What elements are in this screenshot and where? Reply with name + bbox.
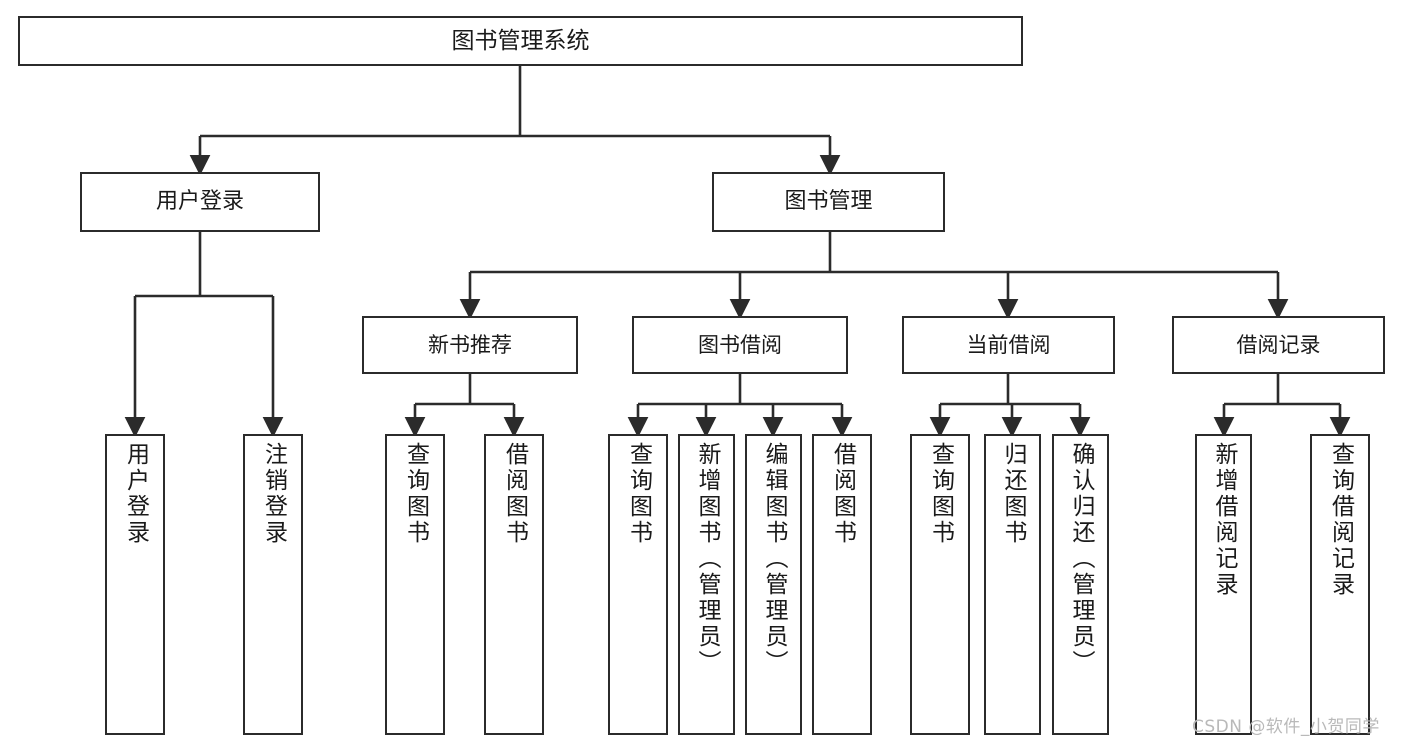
node-leaf-user-login[interactable]: 用户登录 xyxy=(105,434,165,735)
node-leaf-query-book-newbook[interactable]: 查询图书 xyxy=(385,434,445,735)
node-leaf-label: 查询图书 xyxy=(927,442,954,546)
node-user-login[interactable]: 用户登录 xyxy=(80,172,320,232)
node-leaf-label: 注销登录 xyxy=(260,442,287,546)
node-borrow-records-label: 借阅记录 xyxy=(1236,332,1321,357)
node-leaf-label: 新增借阅记录 xyxy=(1211,442,1237,598)
node-user-login-label: 用户登录 xyxy=(155,189,244,215)
node-leaf-query-book-borrow[interactable]: 查询图书 xyxy=(608,434,668,735)
node-leaf-label: 用户登录 xyxy=(122,442,149,546)
node-leaf-label: 查询图书 xyxy=(625,442,652,546)
node-leaf-label: 归还图书 xyxy=(1000,442,1026,546)
node-leaf-query-book-current[interactable]: 查询图书 xyxy=(910,434,970,735)
node-leaf-label: 新增图书（管理员） xyxy=(694,442,720,676)
node-leaf-label: 确认归还（管理员） xyxy=(1068,442,1094,676)
node-leaf-borrow-book[interactable]: 借阅图书 xyxy=(812,434,872,735)
node-leaf-borrow-book-newbook[interactable]: 借阅图书 xyxy=(484,434,544,735)
node-leaf-confirm-return-admin[interactable]: 确认归还（管理员） xyxy=(1052,434,1109,735)
node-current-borrow-label: 当前借阅 xyxy=(966,332,1051,357)
node-borrow-records[interactable]: 借阅记录 xyxy=(1172,316,1385,374)
node-book-borrow-label: 图书借阅 xyxy=(698,332,782,357)
node-leaf-add-borrow-record[interactable]: 新增借阅记录 xyxy=(1195,434,1252,735)
node-leaf-label: 借阅图书 xyxy=(501,442,528,546)
node-book-borrow[interactable]: 图书借阅 xyxy=(632,316,848,374)
node-current-borrow[interactable]: 当前借阅 xyxy=(902,316,1115,374)
node-leaf-label: 查询图书 xyxy=(402,442,429,546)
node-leaf-label: 编辑图书（管理员） xyxy=(761,442,787,676)
node-leaf-return-book[interactable]: 归还图书 xyxy=(984,434,1041,735)
node-book-management-label: 图书管理 xyxy=(784,189,873,215)
node-leaf-label: 查询借阅记录 xyxy=(1327,442,1354,598)
node-leaf-query-borrow-record[interactable]: 查询借阅记录 xyxy=(1310,434,1370,735)
node-book-management[interactable]: 图书管理 xyxy=(712,172,945,232)
node-new-book-recommend-label: 新书推荐 xyxy=(428,332,512,357)
node-leaf-logout[interactable]: 注销登录 xyxy=(243,434,303,735)
node-leaf-label: 借阅图书 xyxy=(829,442,856,546)
node-new-book-recommend[interactable]: 新书推荐 xyxy=(362,316,578,374)
node-root-system[interactable]: 图书管理系统 xyxy=(18,16,1023,66)
node-root-label: 图书管理系统 xyxy=(451,27,590,54)
node-leaf-add-book-admin[interactable]: 新增图书（管理员） xyxy=(678,434,735,735)
tree-edges xyxy=(124,66,1351,438)
node-leaf-edit-book-admin[interactable]: 编辑图书（管理员） xyxy=(745,434,802,735)
